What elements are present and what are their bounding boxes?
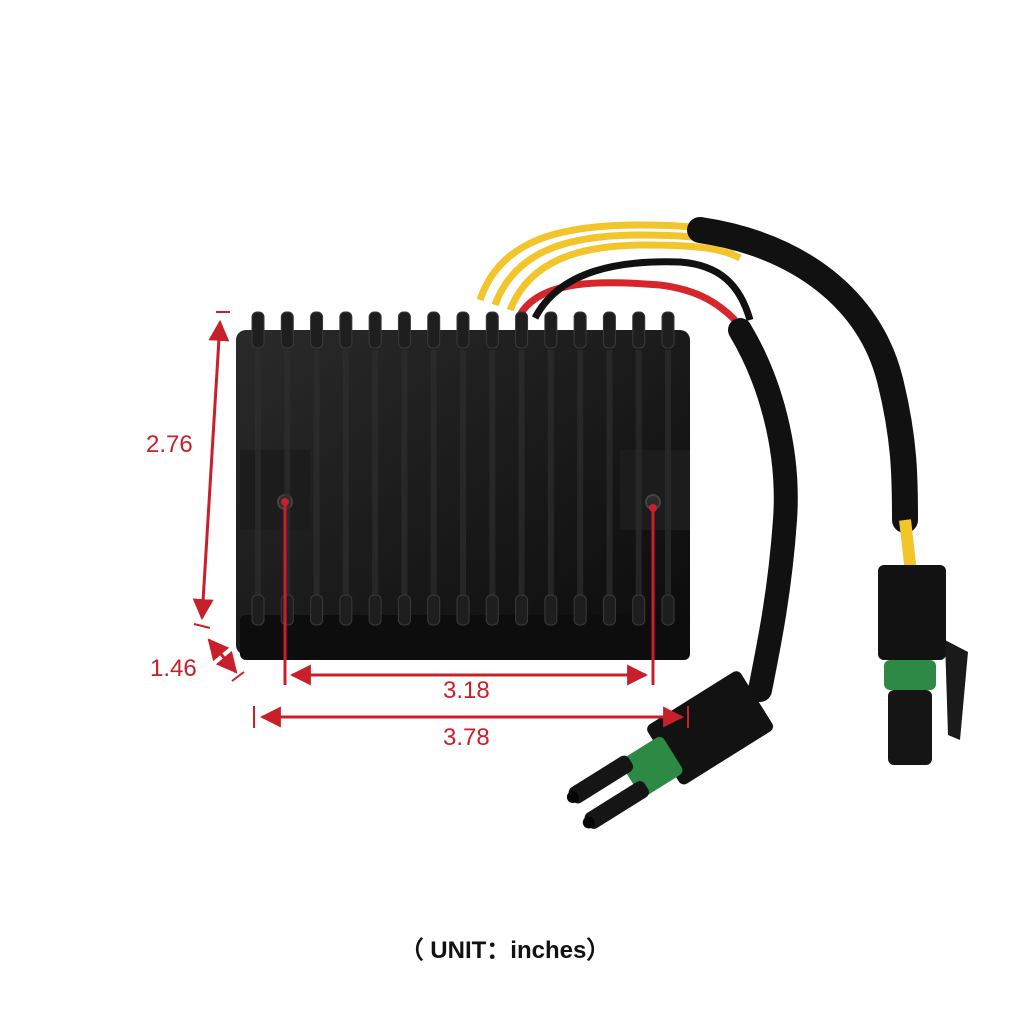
- heatsink-fin: [515, 594, 529, 626]
- heatsink-fin: [427, 311, 441, 349]
- heatsink-fin-groove: [284, 350, 291, 610]
- heatsink-fin: [397, 594, 411, 626]
- heatsink-fin: [573, 594, 587, 626]
- heatsink-fin: [573, 311, 587, 349]
- heatsink-fin: [251, 311, 265, 349]
- connector-plug: [566, 671, 773, 829]
- heatsink-fin: [251, 594, 265, 626]
- heatsink-fin: [602, 311, 616, 349]
- heatsink-fin: [544, 311, 558, 349]
- height-dimension-label: 2.76: [146, 431, 193, 458]
- heatsink-fin: [368, 311, 382, 349]
- heatsink-fin: [485, 594, 499, 626]
- heatsink-fin: [310, 594, 324, 626]
- heatsink-fin-groove: [430, 350, 437, 610]
- heatsink-fin: [602, 594, 616, 626]
- heatsink-fin: [280, 311, 294, 349]
- heatsink-fin-groove: [313, 350, 320, 610]
- heatsink-fin-groove: [518, 350, 525, 610]
- connector-plug: [878, 565, 968, 765]
- heatsink-fin: [632, 311, 646, 349]
- heatsink-fin: [397, 311, 411, 349]
- depth-dimension-label: 1.46: [150, 655, 197, 682]
- heatsink-fin-groove: [372, 350, 379, 610]
- dimension-lines: [192, 311, 689, 728]
- heatsink-fin-groove: [577, 350, 584, 610]
- heatsink-fin: [544, 594, 558, 626]
- heatsink-fin-groove: [547, 350, 554, 610]
- heatsink-fin-groove: [460, 350, 466, 610]
- heatsink-fin-groove: [635, 350, 642, 610]
- heatsink-fin-groove: [489, 350, 496, 610]
- heatsink-fin-groove: [255, 350, 261, 610]
- heatsink-fin: [368, 594, 382, 626]
- width-dimension-label: 3.78: [443, 724, 490, 751]
- heatsink-fin: [280, 594, 294, 626]
- heatsink-fin-groove: [401, 350, 408, 610]
- heatsink-fin: [339, 311, 353, 349]
- heatsink-fin: [661, 594, 675, 626]
- heatsink-fin: [339, 594, 353, 626]
- hole-spacing-dimension-label: 3.18: [443, 677, 490, 704]
- heatsink-fin-groove: [606, 350, 613, 610]
- heatsink-fin: [485, 311, 499, 349]
- heatsink-fin: [661, 311, 675, 349]
- heatsink-fin: [456, 594, 470, 626]
- heatsink-fin: [632, 594, 646, 626]
- heatsink-fin: [515, 311, 529, 349]
- heatsink-fin-groove: [342, 350, 349, 610]
- heatsink-fin: [310, 311, 324, 349]
- unit-caption: （ UNIT：inches）: [399, 937, 611, 964]
- heatsink-fin: [456, 311, 470, 349]
- heatsink-fins: [251, 311, 675, 626]
- wire-harness: [476, 217, 918, 702]
- heatsink-fin-groove: [665, 350, 671, 610]
- heatsink-fin: [427, 594, 441, 626]
